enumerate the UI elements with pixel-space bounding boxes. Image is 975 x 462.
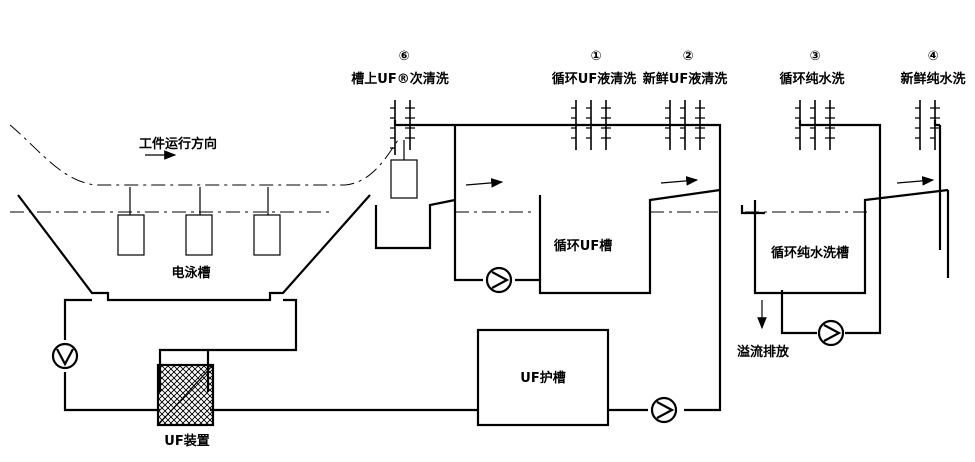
nozzles-stage3	[795, 100, 835, 150]
nozzles-stage2	[665, 100, 705, 150]
stage2-title: 新鲜UF液清洗	[643, 71, 727, 87]
water-circ-tank	[753, 188, 949, 295]
pump-water-circ	[817, 319, 845, 347]
stage0-number: ⑥	[398, 49, 409, 64]
stage3-title: 循环纯水洗	[779, 71, 844, 87]
flow-arrow-3	[896, 176, 935, 186]
stage1-number: ①	[590, 49, 601, 64]
stage4-number: ④	[927, 49, 938, 64]
uf-tank-label: 循环UF槽	[554, 238, 612, 254]
uf-filtrate-label: UF护槽	[520, 370, 565, 386]
stage2-number: ②	[682, 49, 693, 64]
conveyor-line	[9, 124, 399, 186]
stage0-title: 槽上UF®次清洗	[351, 71, 448, 87]
stage3-number: ③	[809, 49, 820, 64]
stage1-title: 循环UF液清洗	[552, 71, 636, 87]
flow-arrow-2	[660, 176, 699, 186]
uf-filtrate-tank	[476, 328, 610, 427]
direction-label: 工件运行方向	[139, 136, 217, 152]
ep-tank-label: 电泳槽	[171, 265, 210, 281]
stage0-tank	[374, 198, 456, 250]
nozzles-stage1	[571, 100, 611, 150]
uf-device-diagonal	[157, 364, 214, 426]
uf-header-pipe	[393, 120, 722, 412]
ep-loop-pipe	[63, 298, 478, 412]
nozzles-stage4	[915, 100, 940, 150]
uf-circ-tank	[453, 125, 721, 295]
workpieces	[117, 140, 418, 256]
pump-ep	[51, 342, 79, 370]
stage4-title: 新鲜纯水洗	[900, 71, 965, 87]
ep-tank-wall	[17, 194, 371, 302]
overflow-label: 溢流排放	[737, 344, 790, 360]
pump-uf-filtrate	[650, 396, 678, 424]
flow-arrow-1	[465, 178, 504, 188]
nozzles-stage0	[390, 100, 415, 155]
uf-device-label: UF装置	[164, 433, 209, 449]
overflow-weir	[740, 205, 765, 215]
water-tank-label: 循环纯水洗槽	[771, 245, 849, 261]
pump-uf-circ	[485, 266, 513, 294]
